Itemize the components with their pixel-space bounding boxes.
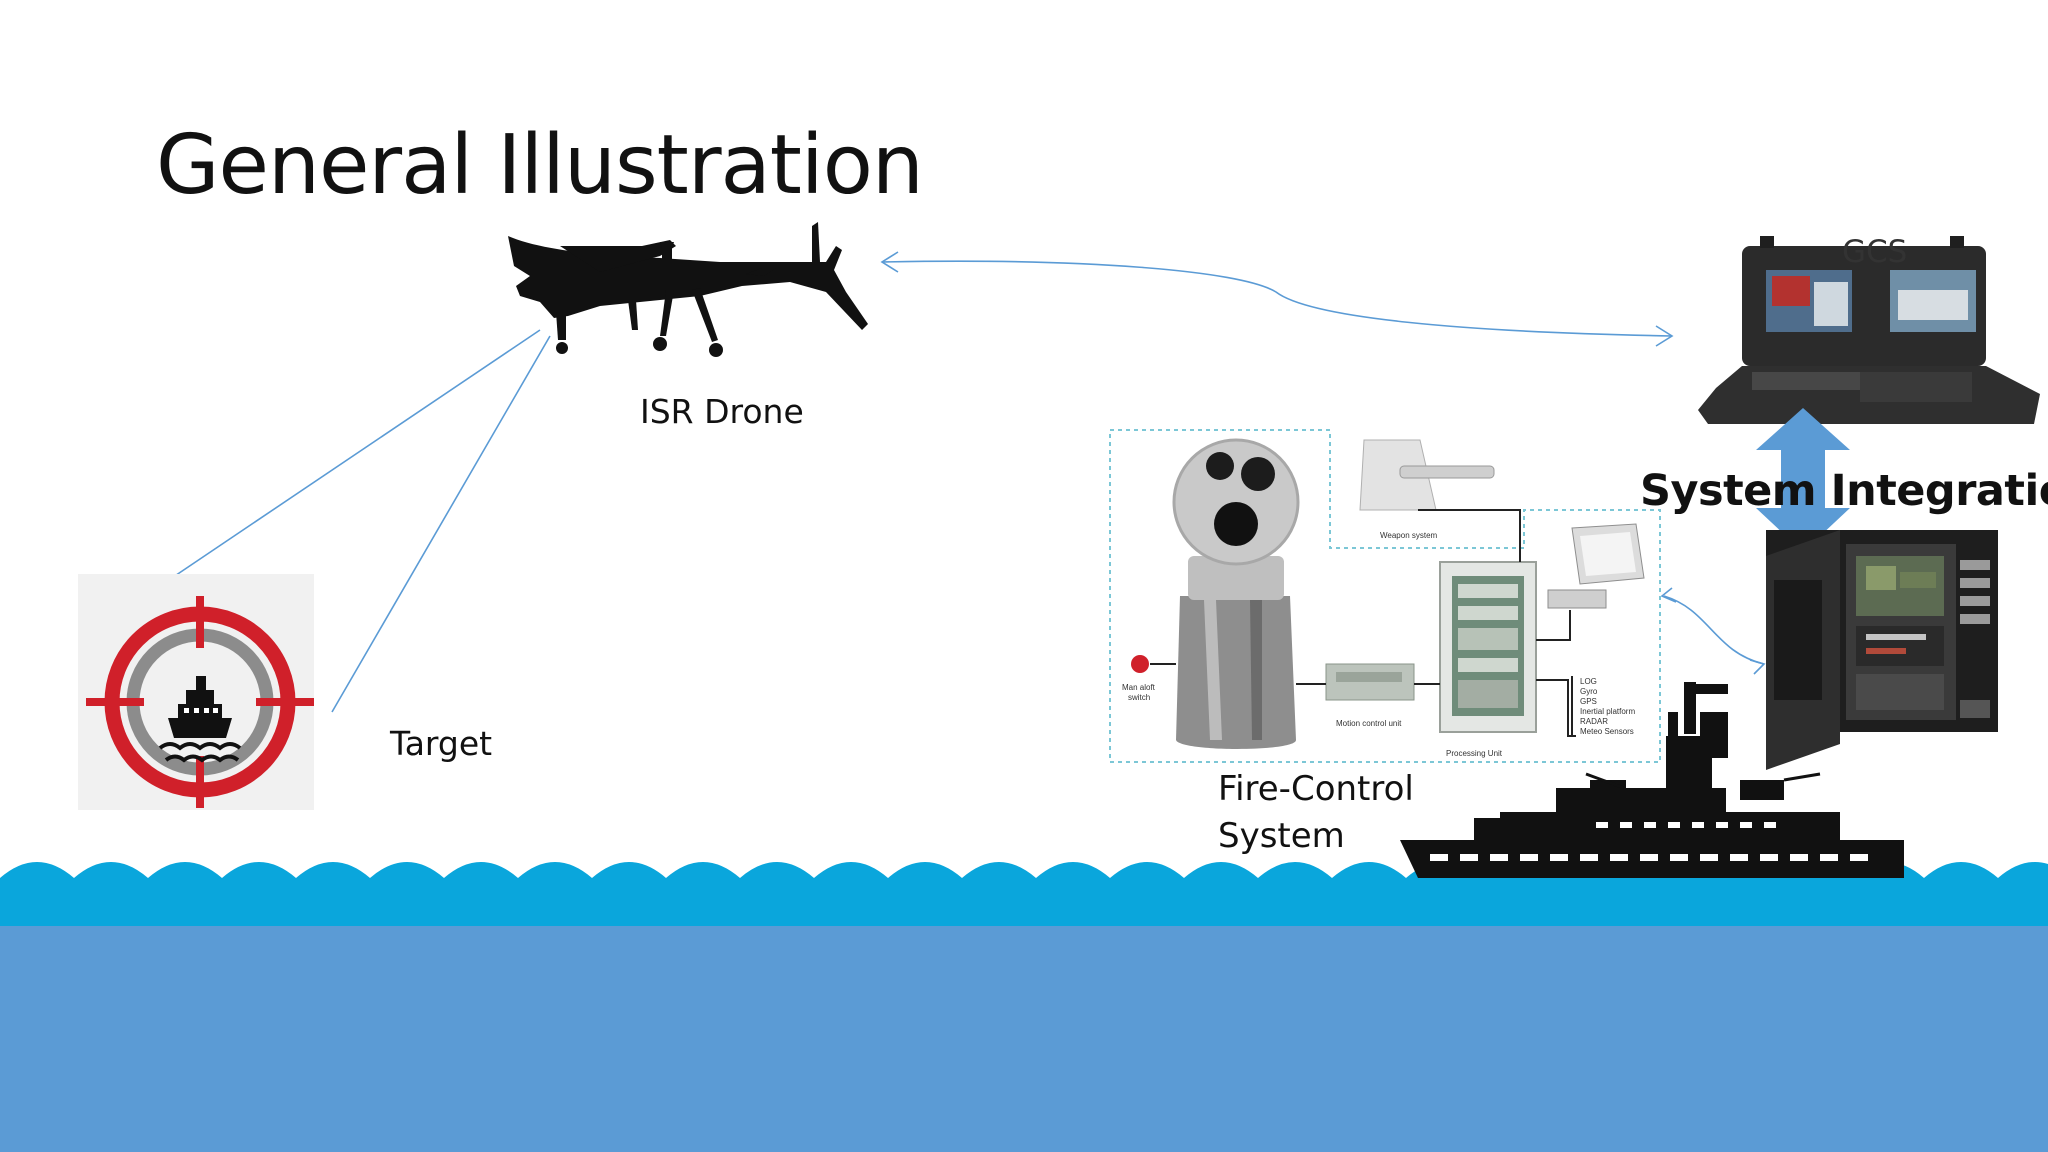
target-crosshair-icon [78, 574, 314, 810]
processing-unit-label: Processing Unit [1446, 749, 1503, 758]
fire-control-label-line2: System [1218, 816, 1345, 856]
sensor-item: LOG [1580, 677, 1597, 686]
man-aloft-label-2: switch [1128, 693, 1150, 702]
ship-icon [158, 676, 242, 763]
eo-sensor-turret [1172, 438, 1300, 749]
link-drone-gcs [881, 260, 1673, 337]
man-aloft-label-1: Man aloft [1122, 683, 1156, 692]
link-drone-gcs-arrowhead-right [1655, 325, 1674, 347]
sensor-item: Gyro [1580, 687, 1598, 696]
operator-console [1547, 523, 1645, 609]
laptop-gcs [1698, 236, 2040, 424]
link-lines [153, 251, 1766, 713]
fire-control-label-line1: Fire-Control [1218, 769, 1414, 809]
sea [0, 862, 2048, 1152]
fire-control-diagram: Weapon system Man aloft switch Motion co… [1109, 429, 1661, 763]
motion-control-label: Motion control unit [1336, 719, 1402, 728]
processing-unit: Processing Unit [1439, 561, 1537, 758]
sensor-item: GPS [1580, 697, 1597, 706]
sensor-item: Inertial platform [1580, 707, 1635, 716]
target-label: Target [390, 724, 493, 763]
sensor-item: RADAR [1580, 717, 1608, 726]
warship-silhouette [1400, 682, 1904, 878]
slide-title: General Illustration [156, 118, 924, 213]
weapon-system: Weapon system [1359, 439, 1495, 540]
drone-silhouette [508, 222, 868, 357]
gcs-label: GCS [1842, 234, 1908, 270]
fire-control-system-label: Fire-Control System [1218, 766, 1478, 860]
sensor-item: Meteo Sensors [1580, 727, 1634, 736]
link-fcs-integration-arrowhead-a [1660, 587, 1677, 603]
motion-control-unit: Motion control unit [1325, 663, 1415, 728]
link-target-drone-right [331, 335, 551, 713]
system-integration-label: System Integration [1640, 466, 2048, 516]
man-aloft-switch: Man aloft switch [1122, 655, 1156, 702]
link-fcs-integration [1663, 595, 1765, 665]
link-drone-gcs-arrowhead-left [880, 251, 899, 273]
sensor-list: LOG Gyro GPS Inertial platform RADAR Met… [1580, 677, 1635, 736]
server-cabinet [1766, 530, 1998, 770]
fcs-wiring [1150, 509, 1576, 737]
isr-drone-label: ISR Drone [640, 392, 804, 431]
weapon-system-label: Weapon system [1380, 531, 1438, 540]
link-fcs-integration-arrowhead-b [1749, 659, 1766, 675]
fcs-dotted-border [1109, 429, 1661, 763]
integration-double-arrow [1756, 408, 1850, 552]
link-target-drone-left [153, 329, 541, 591]
